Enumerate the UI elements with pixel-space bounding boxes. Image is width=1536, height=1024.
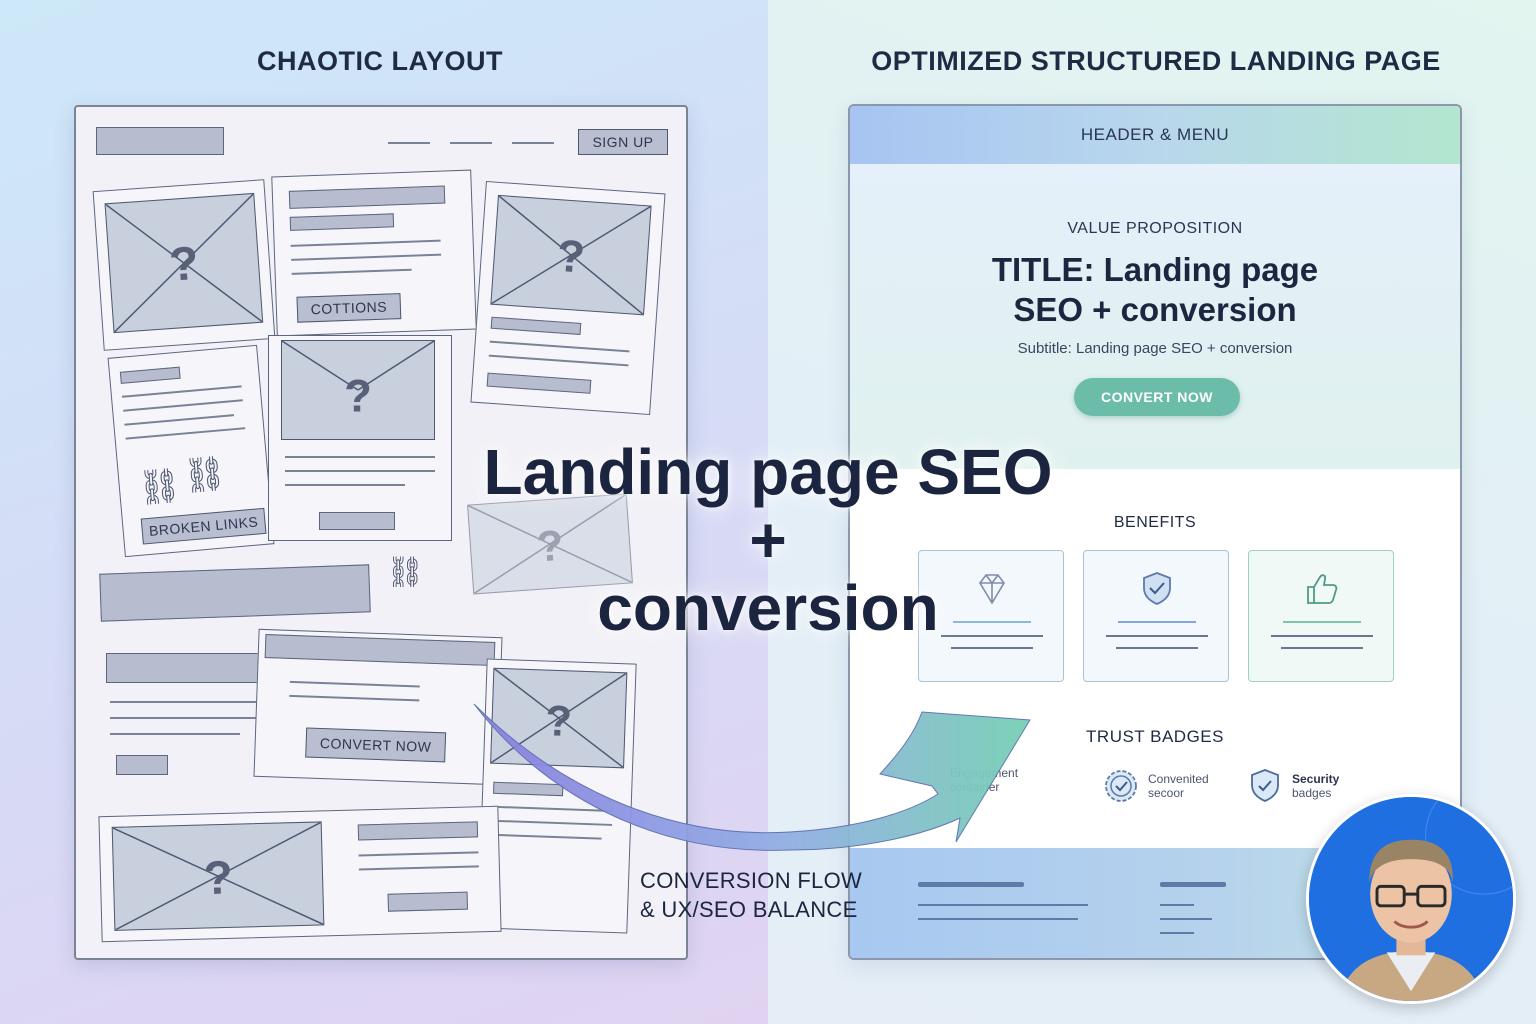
heading-bar [288,185,446,209]
image-placeholder: ? [490,667,628,769]
hero-section: VALUE PROPOSITION TITLE: Landing page SE… [850,164,1460,469]
sketch-card: ? [470,180,666,416]
broken-link-icon: ⛓ [136,466,183,508]
headline-line: Landing page SEO [483,436,1053,508]
main-headline: Landing page SEO + conversion [400,438,1136,642]
benefit-card [1083,550,1229,682]
header-menu[interactable]: HEADER & MENU [850,106,1460,164]
sketch-card: ? [92,179,276,351]
broken-link-icon: ⛓ [181,454,228,496]
badge-text: Convenited secoor [1148,772,1209,800]
thumbs-up-icon [1307,574,1338,604]
question-mark: ? [203,852,233,905]
diamond-icon [979,574,1005,605]
sketch-card: ? [268,335,452,541]
heading-bar [289,213,395,231]
question-mark: ? [535,522,565,571]
sketch-card-broken: ⛓ ⛓ BROKEN LINKS [107,344,275,558]
convert-now-button[interactable]: CONVERT NOW [1074,378,1240,416]
nav-line [450,142,492,144]
avatar [1306,794,1516,1004]
cottions-button[interactable]: COTTIONS [296,293,402,323]
benefit-card [1248,550,1394,682]
headline-line: + [749,504,787,576]
hero-title: TITLE: Landing page SEO + conversion [850,250,1460,330]
value-proposition: VALUE PROPOSITION [1067,220,1243,237]
badge-text: Security badges [1292,772,1340,800]
seal-check-icon [1105,770,1137,802]
sketch-text-block: COTTIONS [271,169,477,337]
broken-banner [99,564,371,622]
sketch-card: ? [477,658,637,934]
nav-line [388,142,430,144]
trust-badges-title: TRUST BADGES [1086,727,1224,746]
sketch-convert-button[interactable]: CONVERT NOW [305,727,447,763]
question-mark: ? [545,697,573,746]
sketch-card: ? [98,805,502,943]
broken-links-button[interactable]: BROKEN LINKS [140,507,267,545]
hero-title-line: TITLE: Landing page [991,251,1319,288]
benefit-card [918,550,1064,682]
logo-placeholder [96,127,224,155]
image-placeholder: ? [467,493,633,595]
question-mark: ? [168,237,201,292]
header-label: HEADER & MENU [1080,125,1230,144]
chaotic-wireframe: SIGN UP ? COTTIONS ? ⛓ ⛓ BROKEN LINKS [74,105,688,960]
nav-line [512,142,554,144]
hero-subtitle: Subtitle: Landing page SEO + conversion [1017,340,1293,357]
image-placeholder: ? [490,194,652,316]
conversion-arrow [473,703,1031,851]
benefits-title: BENEFITS [1113,514,1197,531]
conversion-flow-label: CONVERSION FLOW & UX/SEO BALANCE [640,868,863,922]
headline-line: conversion [597,572,939,644]
hero-title-line: SEO + conversion [1013,291,1297,328]
image-placeholder: ? [281,340,435,440]
trust-badge: Convenited secoor [1102,766,1209,806]
chaotic-layout-title: CHAOTIC LAYOUT [256,46,503,76]
question-mark: ? [555,230,586,283]
trust-badge: Security badges [1246,766,1339,806]
image-placeholder: ? [104,192,264,334]
shield-check-icon [1143,572,1171,605]
security-shield-icon [1251,769,1279,802]
broken-link-icon: ⛓ [386,556,425,589]
image-placeholder: ? [111,821,325,931]
optimized-layout-title: OPTIMIZED STRUCTURED LANDING PAGE [871,46,1441,76]
question-mark: ? [344,371,372,422]
person-portrait-icon [1309,797,1513,1001]
signup-button[interactable]: SIGN UP [578,129,668,155]
